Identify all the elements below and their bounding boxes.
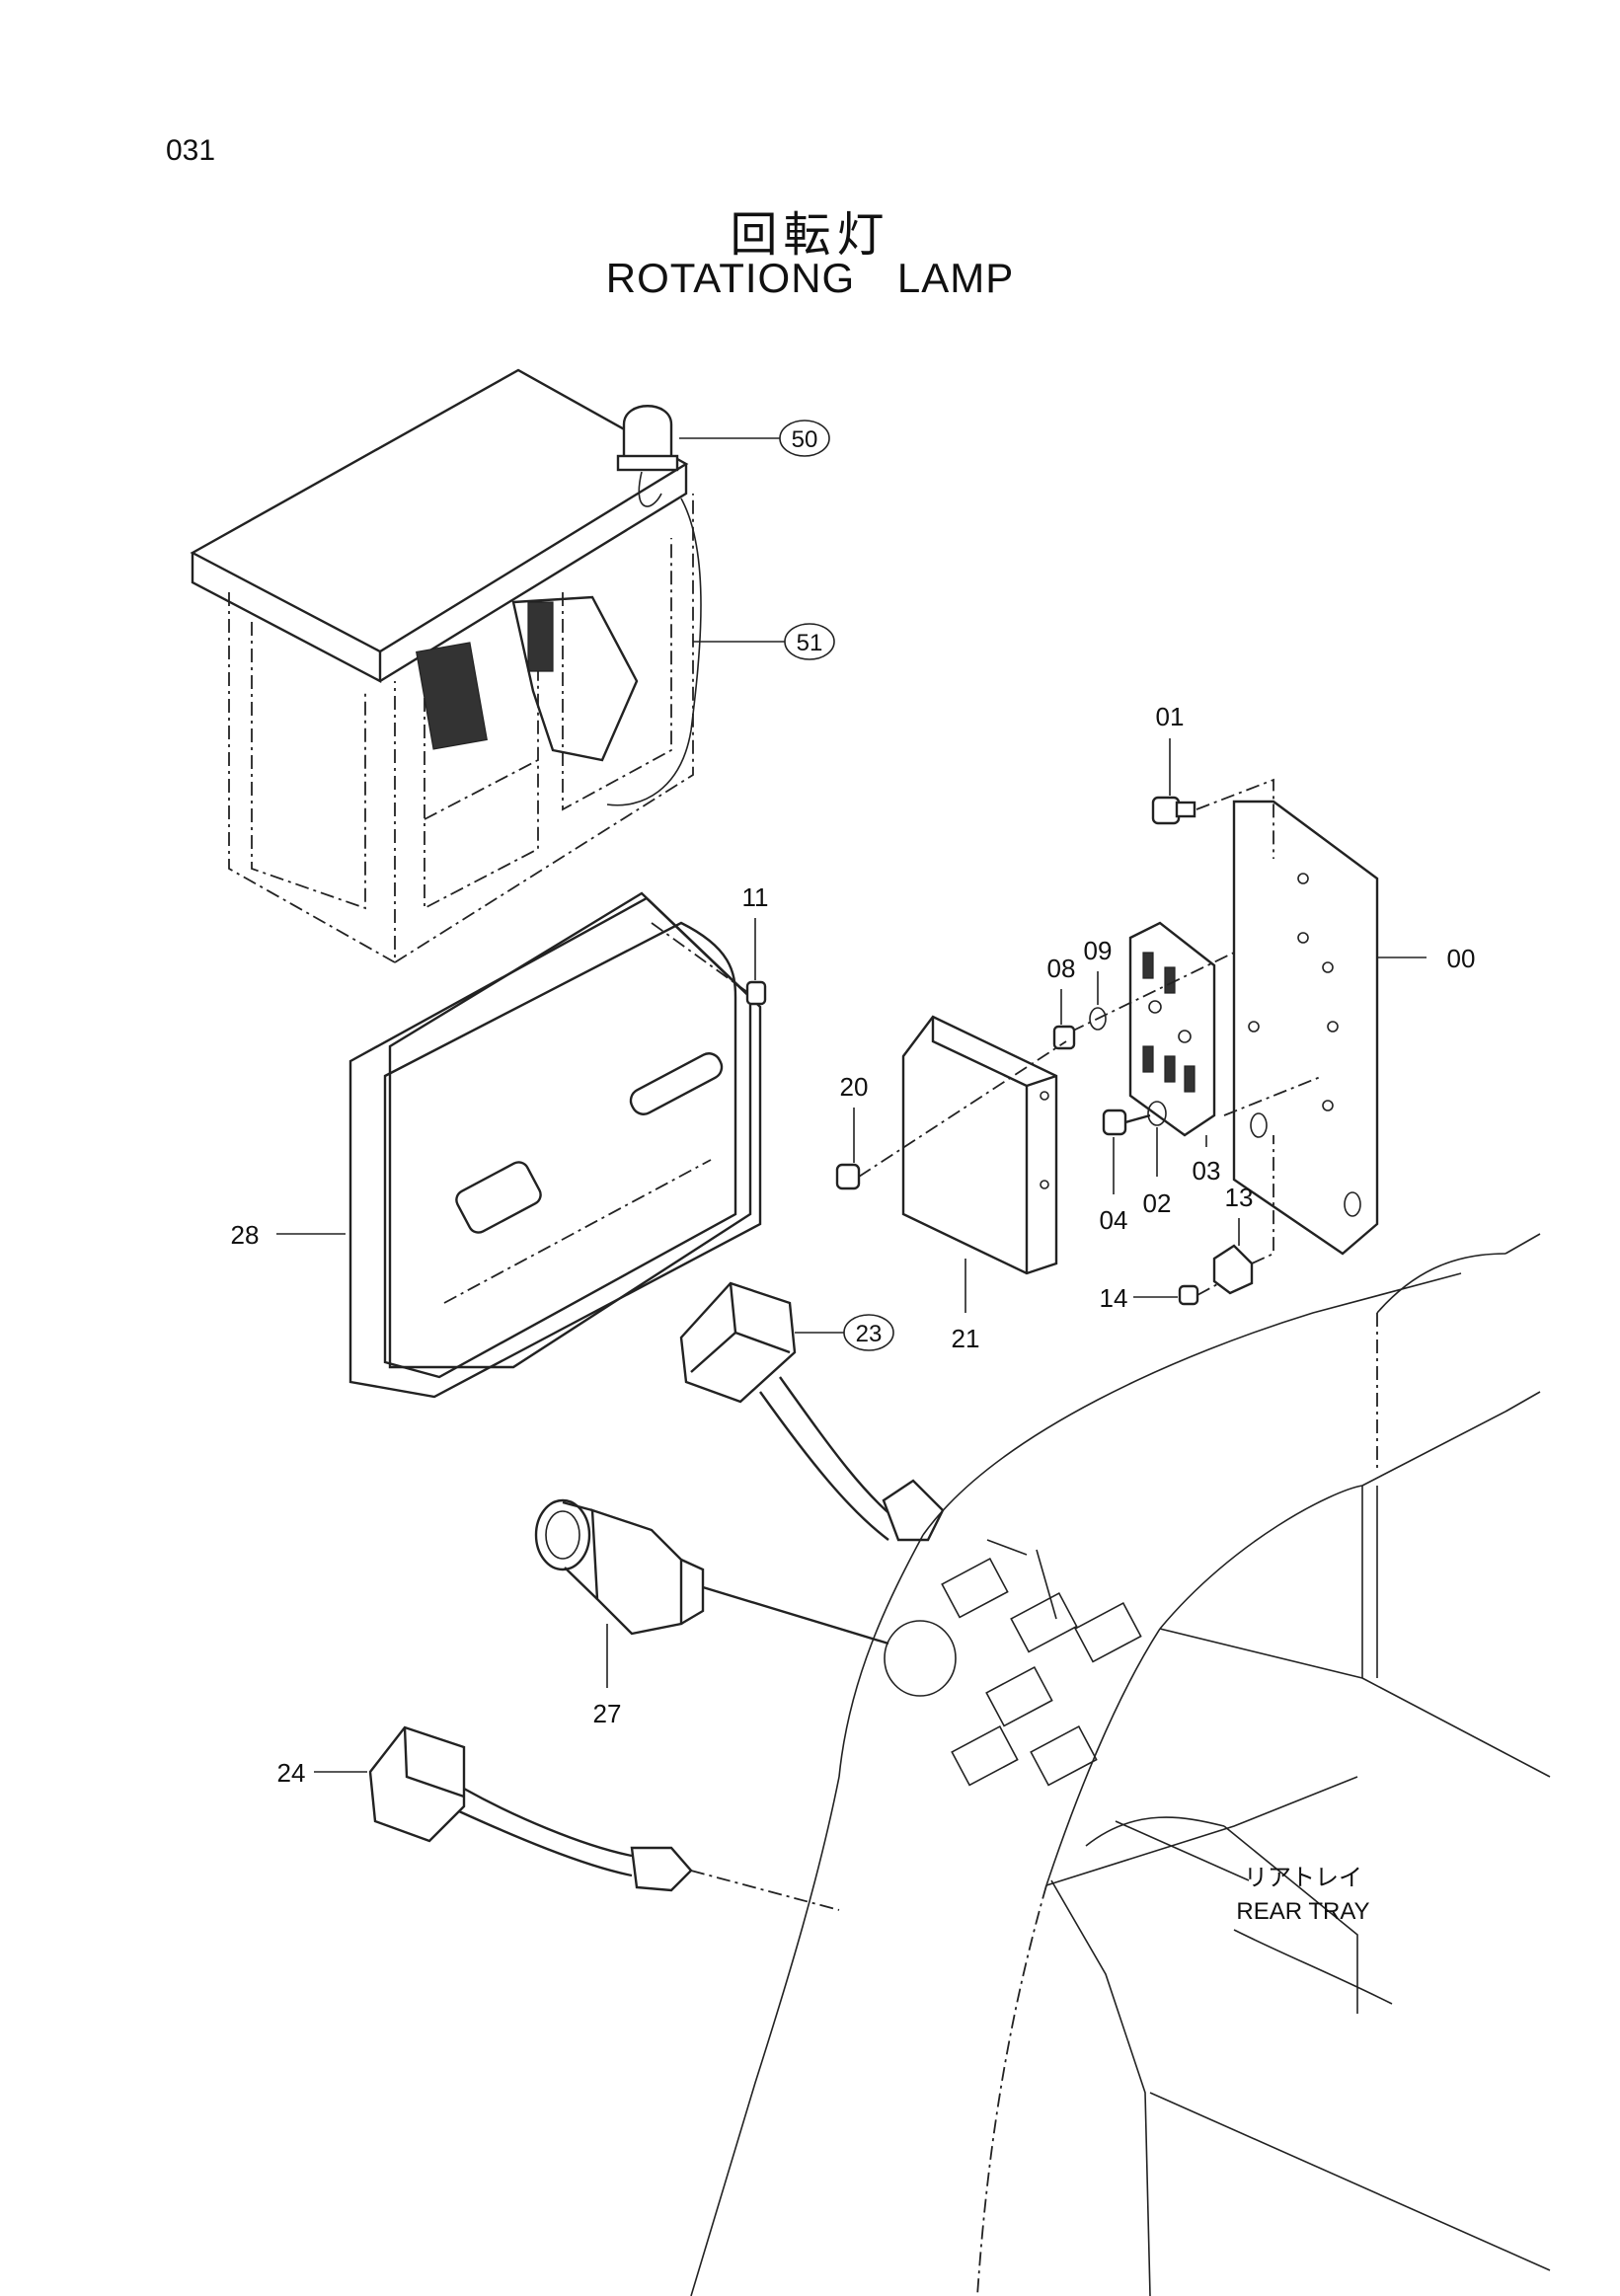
screw-20 (835, 1040, 1067, 1190)
label-28: 28 (231, 1220, 260, 1250)
clamp-13 (1212, 1135, 1274, 1295)
callout-23: 23 (843, 1314, 894, 1351)
cab-outline (190, 368, 702, 964)
label-03: 03 (1193, 1156, 1221, 1186)
label-21: 21 (952, 1324, 980, 1353)
harness-connector-24 (368, 1725, 840, 1911)
screw-01 (1151, 778, 1274, 859)
rear-tray-label-jp: リアトレイ (1244, 1865, 1362, 1891)
title-english: ROTATIONG LAMP (605, 255, 1015, 301)
label-01: 01 (1156, 702, 1185, 731)
callout-51-label: 51 (797, 630, 823, 656)
washer-02 (1147, 1101, 1167, 1126)
label-04: 04 (1100, 1205, 1128, 1235)
label-02: 02 (1143, 1188, 1172, 1218)
label-00: 00 (1447, 944, 1476, 973)
screw-11 (651, 922, 767, 1006)
washer-09 (1089, 1007, 1107, 1031)
callout-50-label: 50 (792, 426, 818, 453)
cover-21 (901, 1015, 1058, 1275)
mounting-plate (1232, 800, 1379, 1256)
title-japanese: 回転灯 (730, 207, 890, 263)
label-13: 13 (1225, 1183, 1254, 1212)
switch-connector-23 (679, 1281, 945, 1542)
label-20: 20 (840, 1072, 869, 1102)
rear-tray-label-en: REAR TRAY (1236, 1898, 1369, 1925)
label-08: 08 (1047, 954, 1076, 983)
label-11: 11 (742, 882, 769, 912)
screw-08 (1052, 1025, 1076, 1050)
screw-14 (1178, 1282, 1220, 1306)
callout-51: 51 (784, 623, 835, 660)
label-09: 09 (1084, 936, 1113, 965)
rear-tray-console (690, 1233, 1551, 2296)
controller-unit (348, 891, 762, 1399)
rotary-switch-27 (534, 1498, 705, 1636)
rotating-lamp (616, 405, 679, 507)
label-24: 24 (277, 1758, 306, 1788)
label-27: 27 (593, 1699, 622, 1728)
page-number: 031 (166, 134, 216, 167)
relay-block (1128, 921, 1216, 1137)
callout-23-label: 23 (856, 1321, 883, 1347)
callout-50: 50 (779, 420, 830, 457)
screw-04 (1102, 1109, 1151, 1136)
label-14: 14 (1100, 1283, 1128, 1313)
